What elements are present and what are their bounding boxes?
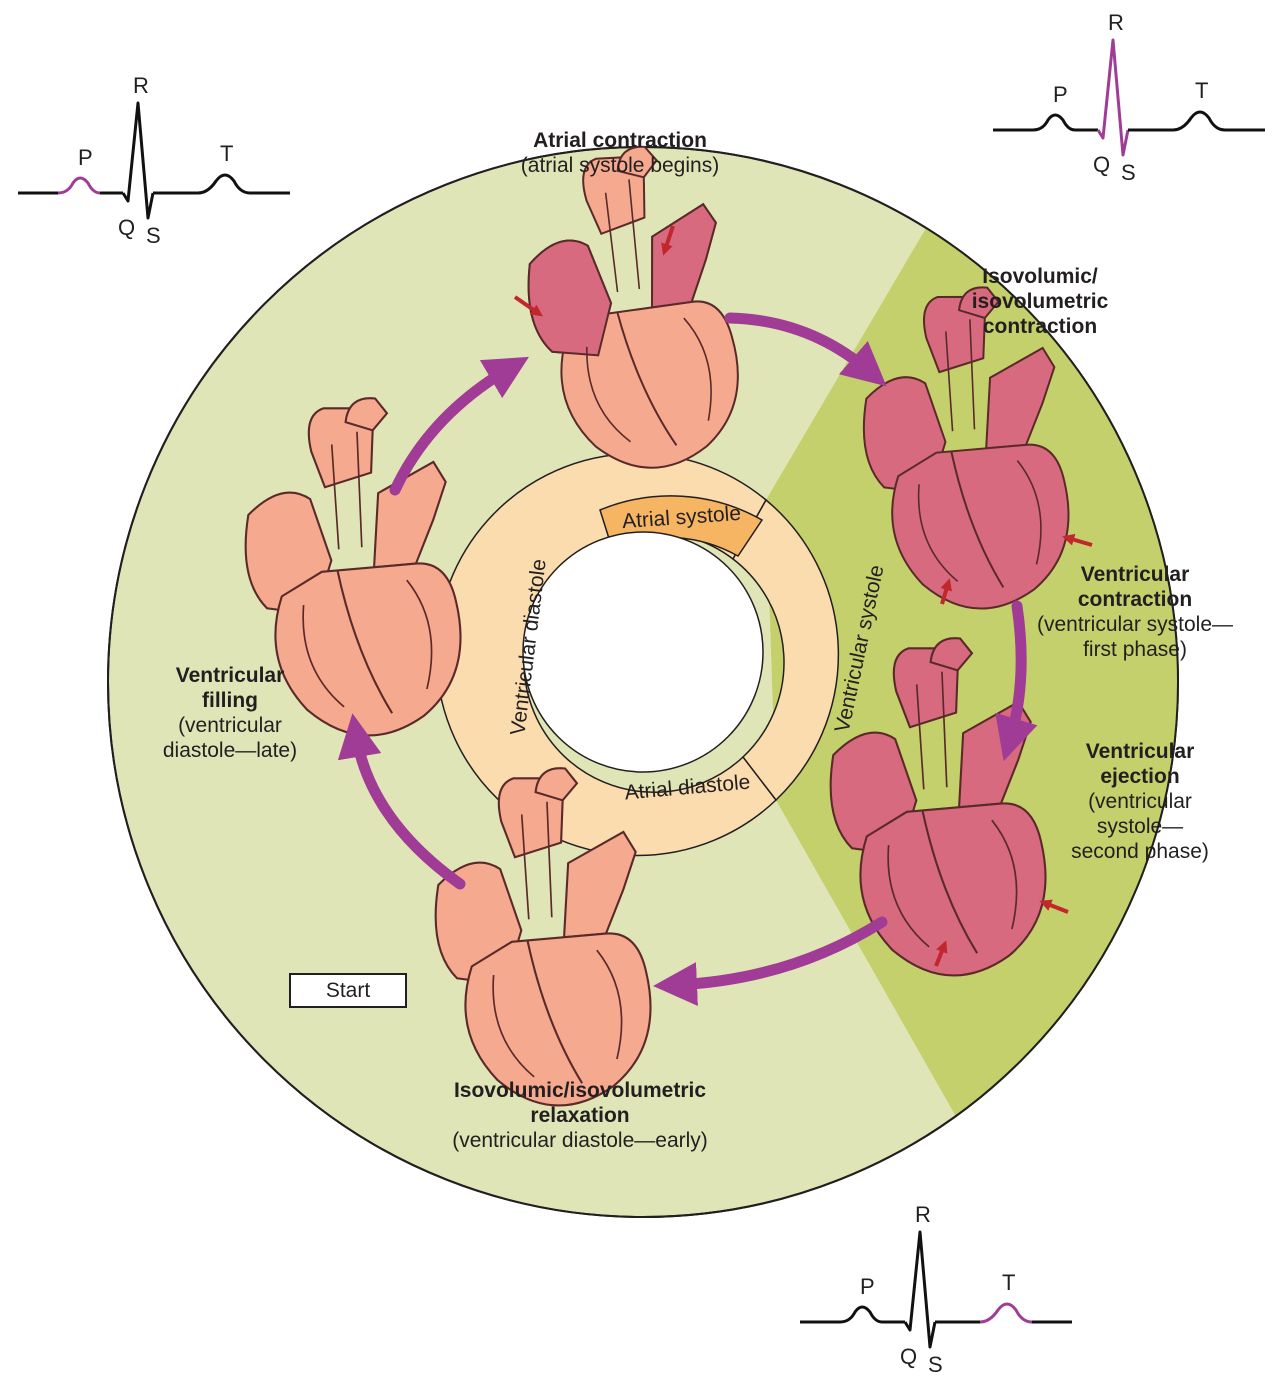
isovolumic-relaxation-subtitle: (ventricular diastole—early) [452,1129,708,1152]
ventricular-contraction-subtitle: (ventricular systole— first phase) [1036,613,1234,661]
pressure-arrow [1062,533,1093,547]
start-button[interactable]: Start [289,973,407,1008]
atrial-contraction-title: Atrial contraction [533,129,707,152]
pressure-arrow [661,225,675,256]
ventricular-contraction-title: Ventricular contraction [1077,563,1193,611]
cycle-arrow-to-atrial [389,356,529,496]
ecg-label-r: R [133,73,149,98]
cycle-arrows [337,312,1038,1007]
ecg-t-wave [197,173,251,195]
label-atrial-contraction: Atrial contraction (atrial systole begin… [470,128,770,178]
ecg-qrs-wave [1096,38,1130,157]
cycle-arrow-to-ejection [995,600,1038,762]
cycle-arrow-to-relaxation [653,916,888,1007]
ventricular-filling-subtitle: (ventricular diastole—late) [162,714,298,762]
label-ventricular-contraction: Ventricular contraction (ventricular sys… [1010,562,1260,662]
ecg-label-t: T [1002,1270,1015,1295]
ecg-t-wave [979,1302,1033,1324]
ecg-label-q: Q [900,1344,917,1369]
ecg-label-s: S [928,1352,943,1377]
ecg-qrs-wave [903,1230,937,1349]
ecg-label-t: T [220,141,233,166]
pressure-arrow [1039,899,1069,914]
label-ventricular-filling: Ventricular filling (ventricular diastol… [130,663,330,763]
ecg-label-q: Q [1093,152,1110,177]
ecg-p-wave [839,1305,883,1324]
pressure-arrow [513,295,543,317]
ecg-p-wave [1032,113,1076,132]
ecg-label-s: S [1121,160,1136,185]
label-isovolumic-contraction: Isovolumic/ isovolumetric contraction [920,264,1160,339]
ring-ventricular-systole-segment [732,498,840,802]
ecg-label-p: P [78,145,93,170]
phase-ring: Atrial systole Atrial diastole Ventricul… [435,452,889,857]
ecg-label-r: R [1108,10,1124,35]
ecg-t-wave [1172,110,1226,132]
ventricular-ejection-subtitle: (ventricular systole— second phase) [1071,790,1209,863]
label-ventricular-ejection: Ventricular ejection (ventricular systol… [1030,739,1250,864]
ecg-label-p: P [860,1274,875,1299]
ecg-label-t: T [1195,78,1208,103]
pressure-arrow [934,940,948,967]
heart-atrial-contraction [509,136,752,484]
label-isovolumic-relaxation: Isovolumic/isovolumetric relaxation (ven… [420,1078,740,1153]
pressure-arrows [513,225,1093,967]
ecg-label-r: R [915,1202,931,1227]
ventricular-filling-title: Ventricular filling [175,664,285,712]
ventricular-ejection-title: Ventricular ejection [1085,740,1195,788]
ecg-p-wave [57,176,101,195]
ecg-label-s: S [146,223,161,248]
hearts [232,136,1078,1117]
ecg-label-p: P [1053,82,1068,107]
ecg-label-q: Q [118,215,135,240]
cycle-arrow-to-isovolumic [724,312,887,387]
pressure-arrow [940,578,953,605]
cycle-arrow-to-filling [337,713,466,890]
atrial-contraction-subtitle: (atrial systole begins) [520,154,720,177]
ecg-qrs-wave [121,101,155,220]
isovolumic-relaxation-title: Isovolumic/isovolumetric relaxation [453,1079,707,1127]
isovolumic-contraction-title: Isovolumic/ isovolumetric contraction [971,265,1109,338]
